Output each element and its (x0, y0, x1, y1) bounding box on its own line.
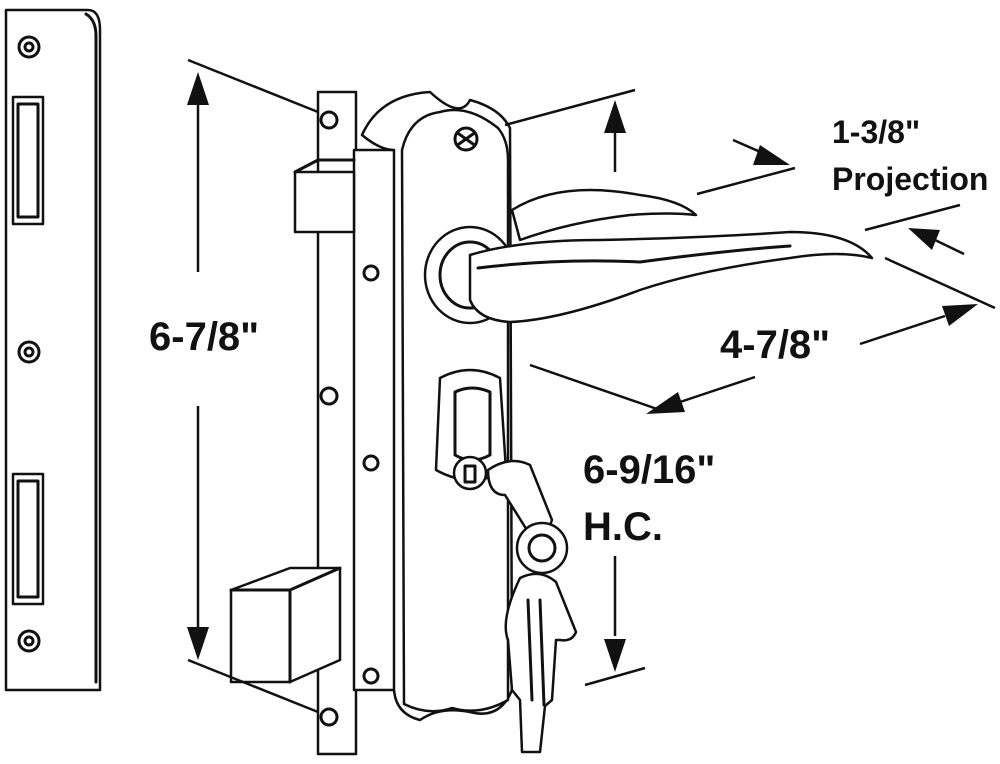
mortise-lock-body (229, 90, 402, 756)
label-projection-word: Projection (832, 161, 988, 197)
label-total-height: 6-7/8" (149, 315, 259, 359)
keys (486, 459, 578, 754)
dimension-total-height (187, 58, 319, 714)
dimension-lever-length (529, 256, 996, 414)
lever-handle (423, 188, 874, 325)
label-hole-center: 6-9/16" (583, 448, 715, 492)
label-projection-value: 1-3/8" (832, 114, 920, 150)
dimension-hole-center (504, 88, 646, 687)
label-hole-center-abbrev: H.C. (583, 505, 663, 549)
strike-plate (4, 8, 102, 692)
dimension-projection (696, 138, 965, 256)
label-lever-length: 4-7/8" (720, 323, 830, 367)
